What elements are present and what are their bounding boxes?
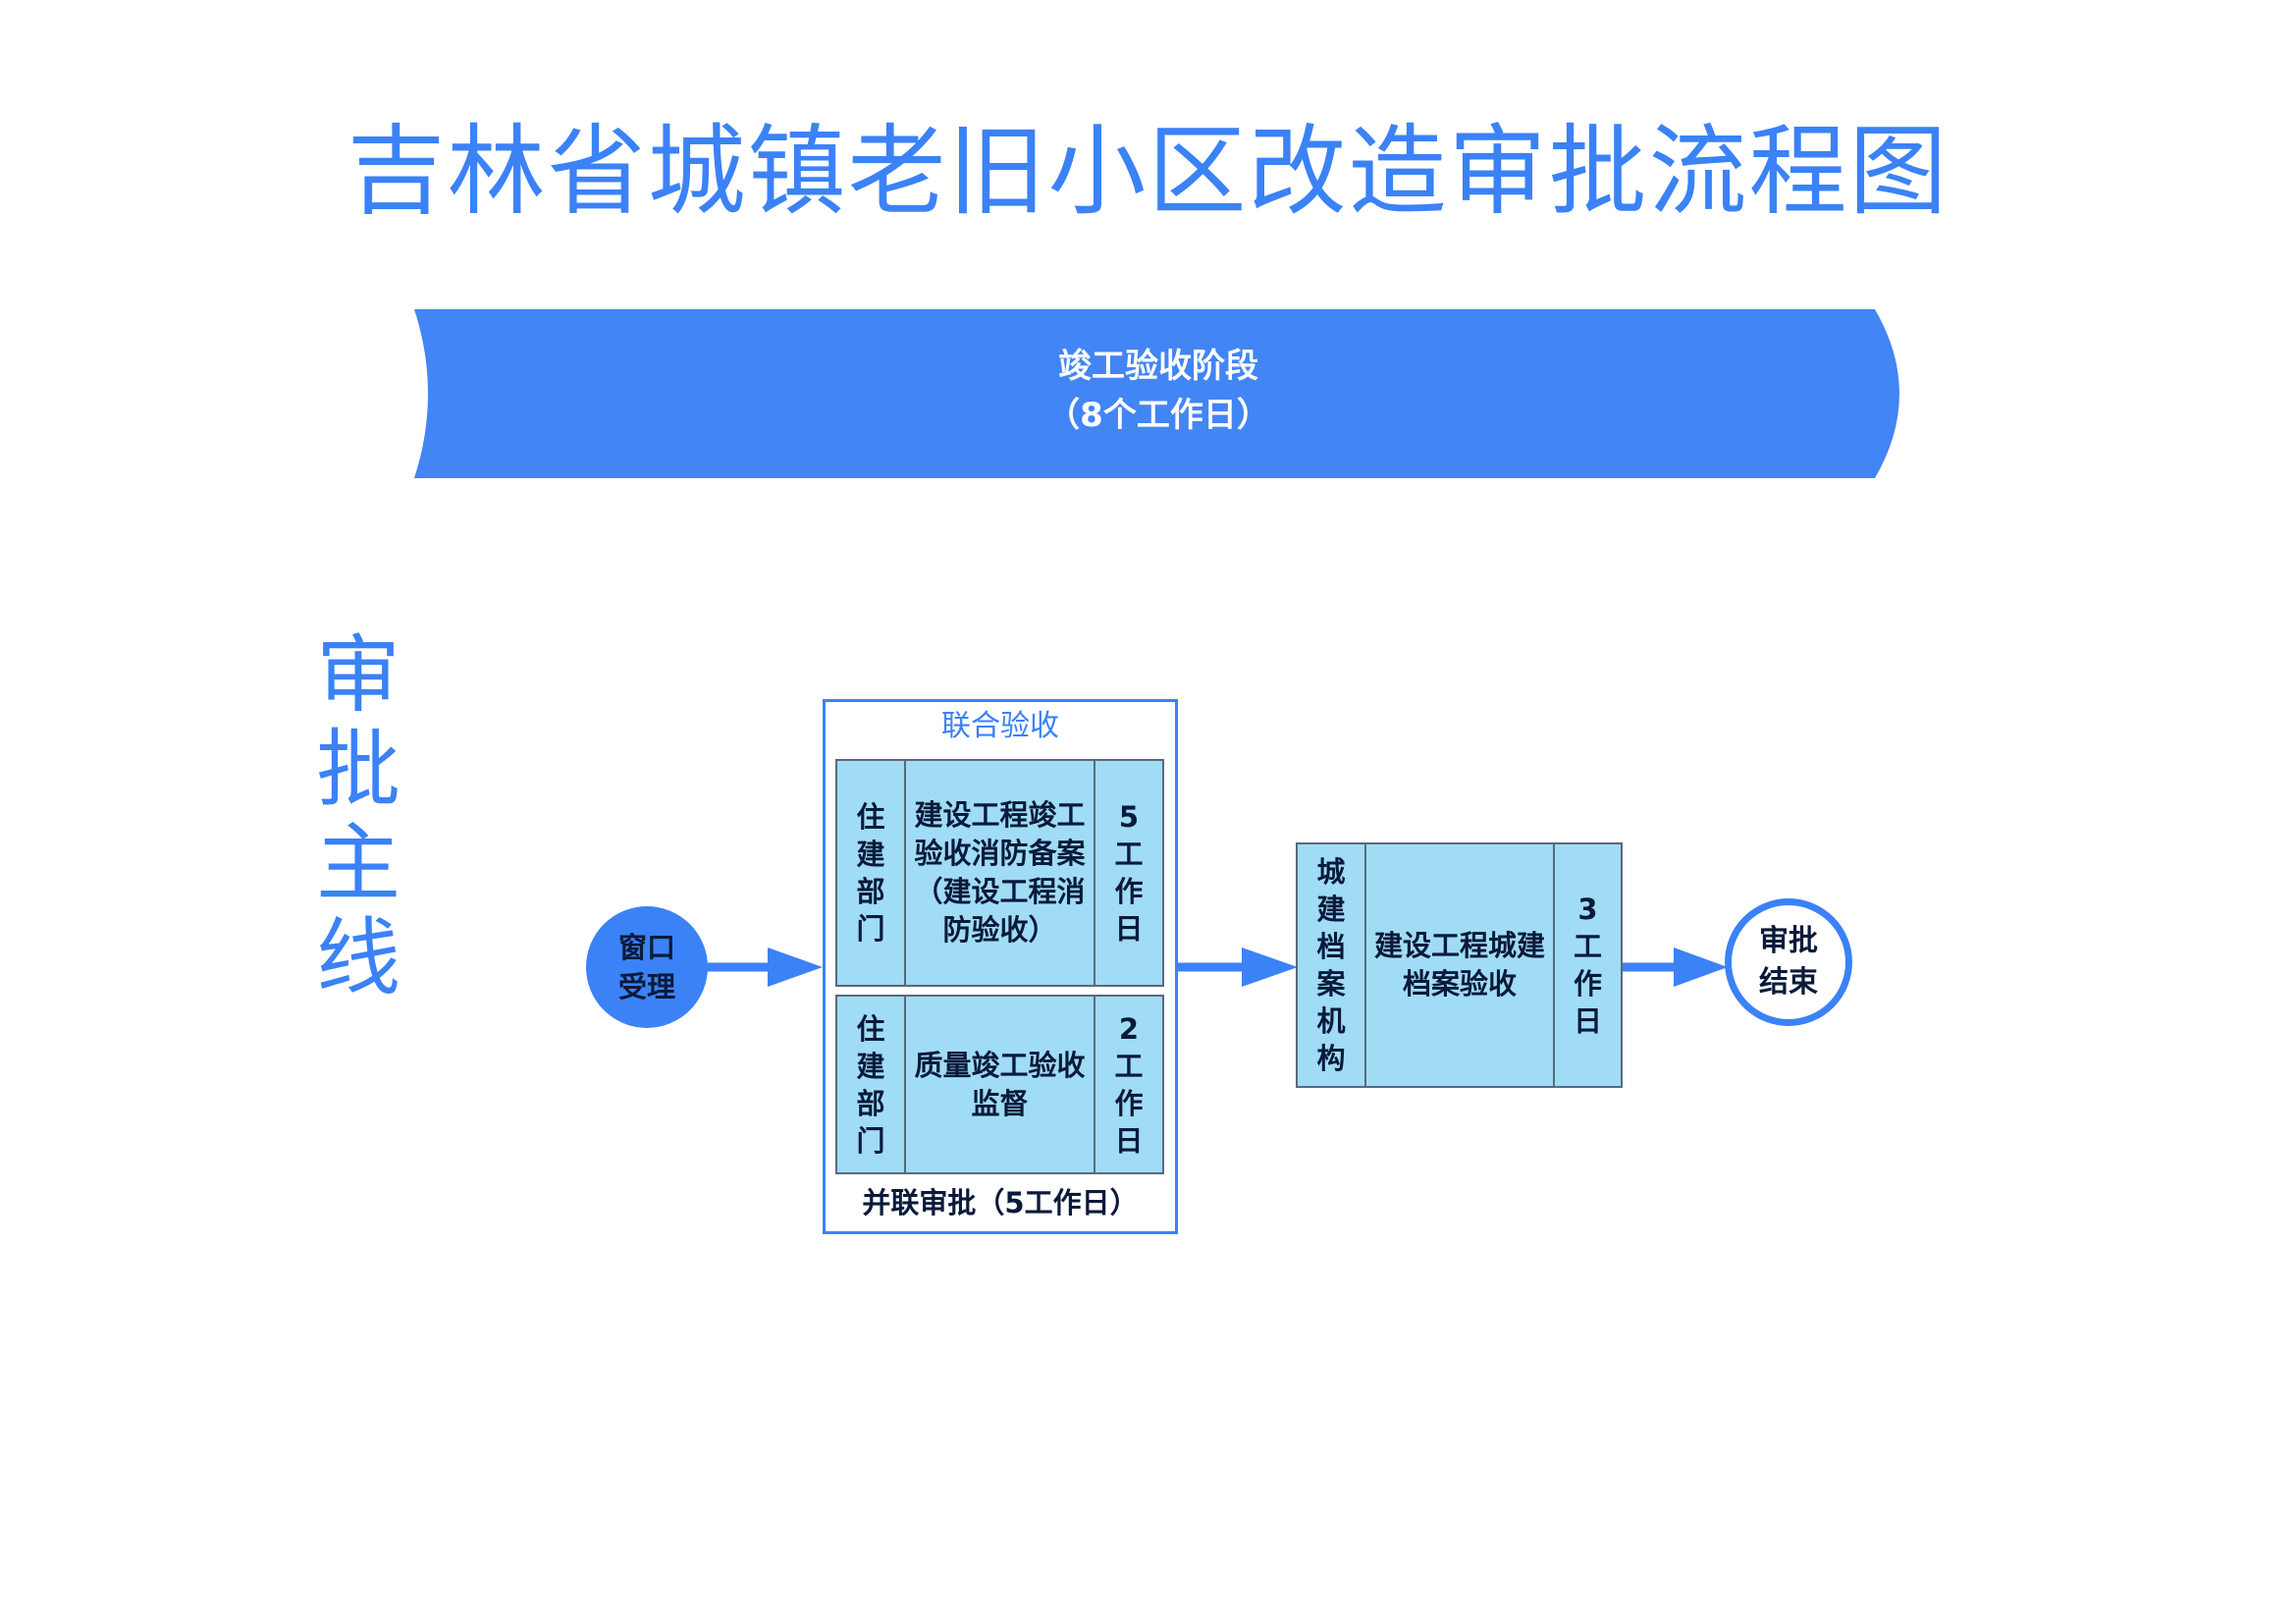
- page-title: 吉林省城镇老旧小区改造审批流程图: [347, 114, 1949, 229]
- main-line-text: 审批主线: [316, 626, 400, 1007]
- joint-acceptance-label: 联合验收: [941, 709, 1059, 743]
- arrow-archive-to-end: [1623, 947, 1728, 987]
- end-node-line1: 审批: [1759, 924, 1818, 958]
- archive-task-text: 建设工程城建档案验收: [1373, 929, 1545, 1001]
- row2-task-text: 质量竣工验收监督: [914, 1048, 1086, 1120]
- row1-task: 建设工程竣工验收消防备案（建设工程消防验收）: [904, 759, 1095, 987]
- arrow-group-to-archive: [1178, 947, 1298, 987]
- row1-days: 5工作日: [1094, 759, 1164, 987]
- row1-days-text: 5工作日: [1114, 800, 1144, 946]
- row1-department-text: 住建部门: [856, 800, 885, 946]
- row2-department-text: 住建部门: [856, 1011, 885, 1158]
- archive-task: 建设工程城建档案验收: [1364, 842, 1555, 1088]
- row2-task: 质量竣工验收监督: [904, 995, 1095, 1174]
- stage-banner: [414, 309, 1899, 478]
- row1-department: 住建部门: [835, 759, 906, 987]
- stage-label: 竣工验收阶段 （8个工作日）: [412, 342, 1904, 440]
- row2-days-text: 2工作日: [1114, 1011, 1144, 1158]
- row2-department: 住建部门: [835, 995, 906, 1174]
- row2-days: 2工作日: [1094, 995, 1164, 1174]
- end-node-approval-complete: 审批 结束: [1725, 898, 1852, 1026]
- start-node-line2: 受理: [617, 970, 675, 1003]
- stage-name: 竣工验收阶段: [1058, 347, 1258, 386]
- end-node-line2: 结束: [1759, 965, 1818, 1000]
- start-node-window-acceptance: 窗口 受理: [586, 906, 708, 1028]
- parallel-approval-footer: 并联审批（5工作日）: [862, 1186, 1139, 1219]
- archive-days-text: 3工作日: [1574, 893, 1603, 1038]
- row1-task-text: 建设工程竣工验收消防备案（建设工程消防验收）: [914, 798, 1086, 947]
- archive-department-text: 城建档案机构: [1316, 855, 1346, 1075]
- archive-days: 3工作日: [1553, 842, 1623, 1088]
- stage-duration: （8个工作日）: [1046, 396, 1270, 435]
- start-node-line1: 窗口: [617, 931, 675, 964]
- archive-department: 城建档案机构: [1296, 842, 1366, 1088]
- main-line-label: 审批主线: [299, 628, 417, 1005]
- arrow-start-to-group: [707, 947, 823, 987]
